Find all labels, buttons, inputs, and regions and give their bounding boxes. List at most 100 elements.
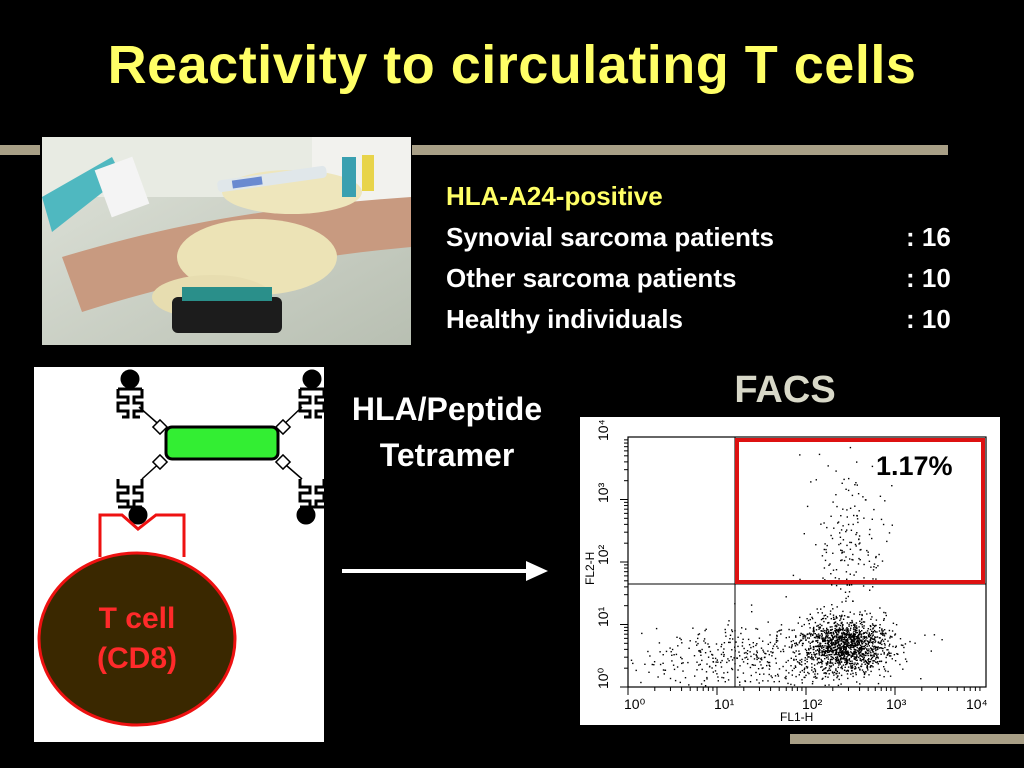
facs-event-dot xyxy=(843,651,845,653)
facs-event-dot xyxy=(851,642,853,644)
facs-event-dot xyxy=(880,518,883,521)
facs-event-dot xyxy=(839,656,842,658)
facs-event-dot xyxy=(802,635,804,637)
facs-event-dot xyxy=(835,470,837,472)
facs-event-dot xyxy=(832,651,834,653)
facs-event-dot xyxy=(846,631,849,634)
facs-event-dot xyxy=(850,624,853,627)
facs-event-dot xyxy=(836,653,838,656)
facs-event-dot xyxy=(743,652,746,654)
title-rule-right xyxy=(412,145,948,155)
facs-event-dot xyxy=(804,667,806,669)
facs-event-dot xyxy=(838,660,841,662)
facs-event-dot xyxy=(884,632,887,634)
facs-event-dot xyxy=(871,665,873,667)
facs-event-dot xyxy=(816,634,818,636)
facs-event-dot xyxy=(715,661,717,663)
facs-event-dot xyxy=(830,641,833,644)
facs-event-dot xyxy=(830,632,833,634)
facs-event-dot xyxy=(832,636,834,639)
facs-event-dot xyxy=(842,525,844,527)
facs-event-dot xyxy=(840,659,842,661)
facs-event-dot xyxy=(890,655,892,657)
facs-event-dot xyxy=(853,613,855,615)
facs-event-dot xyxy=(836,623,839,625)
facs-event-dot xyxy=(825,631,828,634)
facs-event-dot xyxy=(841,652,844,654)
facs-event-dot xyxy=(838,678,840,681)
facs-event-dot xyxy=(859,639,861,641)
facs-event-dot xyxy=(835,660,837,662)
facs-event-dot xyxy=(860,618,863,621)
y-tick-label: 10⁰ xyxy=(595,667,611,689)
facs-event-dot xyxy=(839,663,841,665)
facs-event-dot xyxy=(847,641,850,644)
facs-event-dot xyxy=(808,637,810,639)
facs-event-dot xyxy=(852,632,855,634)
facs-event-dot xyxy=(777,673,779,676)
facs-event-dot xyxy=(870,655,872,657)
facs-event-dot xyxy=(816,663,819,665)
facs-event-dot xyxy=(749,681,752,683)
facs-event-dot xyxy=(875,652,877,655)
facs-event-dot xyxy=(801,633,803,635)
facs-event-dot xyxy=(804,659,806,662)
facs-event-dot xyxy=(833,527,835,529)
facs-event-dot xyxy=(871,616,873,618)
facs-event-dot xyxy=(808,648,810,651)
facs-event-dot xyxy=(819,649,821,651)
facs-event-dot xyxy=(826,647,829,649)
facs-event-dot xyxy=(845,652,848,654)
facs-event-dot xyxy=(904,658,907,660)
facs-event-dot xyxy=(877,565,879,567)
facs-event-dot xyxy=(728,620,730,622)
facs-event-dot xyxy=(751,664,753,666)
facs-event-dot xyxy=(836,670,838,673)
facs-event-dot xyxy=(867,662,869,665)
facs-event-dot xyxy=(849,646,852,649)
facs-event-dot xyxy=(721,676,723,679)
facs-event-dot xyxy=(858,649,861,651)
t-cell-label-line2: (CD8) xyxy=(97,642,177,675)
facs-event-dot xyxy=(711,654,714,656)
facs-event-dot xyxy=(866,630,869,632)
facs-event-dot xyxy=(865,654,867,656)
facs-event-dot xyxy=(804,663,806,665)
facs-event-dot xyxy=(809,645,811,647)
facs-event-dot xyxy=(829,647,832,649)
facs-event-dot xyxy=(870,641,873,644)
facs-event-dot xyxy=(857,648,859,650)
facs-event-dot xyxy=(739,684,741,686)
facs-event-dot xyxy=(836,657,839,659)
facs-event-dot xyxy=(873,660,876,662)
facs-event-dot xyxy=(861,655,863,657)
facs-event-dot xyxy=(753,653,755,655)
facs-event-dot xyxy=(848,658,851,660)
facs-event-dot xyxy=(865,639,867,641)
facs-event-dot xyxy=(821,612,823,614)
facs-event-dot xyxy=(675,653,678,656)
slide-title: Reactivity to circulating T cells xyxy=(107,35,917,95)
facs-event-dot xyxy=(741,645,744,647)
facs-event-dot xyxy=(714,670,717,672)
facs-event-dot xyxy=(809,618,811,621)
facs-event-dot xyxy=(745,628,747,630)
facs-event-dot xyxy=(853,514,855,517)
facs-event-dot xyxy=(875,649,877,652)
facs-event-dot xyxy=(748,644,751,646)
facs-event-dot xyxy=(869,634,872,636)
facs-event-dot xyxy=(823,522,825,524)
facs-event-dot xyxy=(843,656,845,658)
facs-event-dot xyxy=(830,642,832,644)
facs-event-dot xyxy=(793,658,795,661)
facs-event-dot xyxy=(859,655,861,657)
facs-event-dot xyxy=(882,523,885,526)
facs-event-dot xyxy=(671,648,674,651)
facs-event-dot xyxy=(852,652,854,654)
facs-event-dot xyxy=(816,659,818,661)
facs-event-dot xyxy=(894,633,897,635)
facs-event-dot xyxy=(846,578,848,580)
facs-event-dot xyxy=(841,632,843,634)
facs-event-dot xyxy=(861,658,863,661)
facs-event-dot xyxy=(825,652,827,654)
